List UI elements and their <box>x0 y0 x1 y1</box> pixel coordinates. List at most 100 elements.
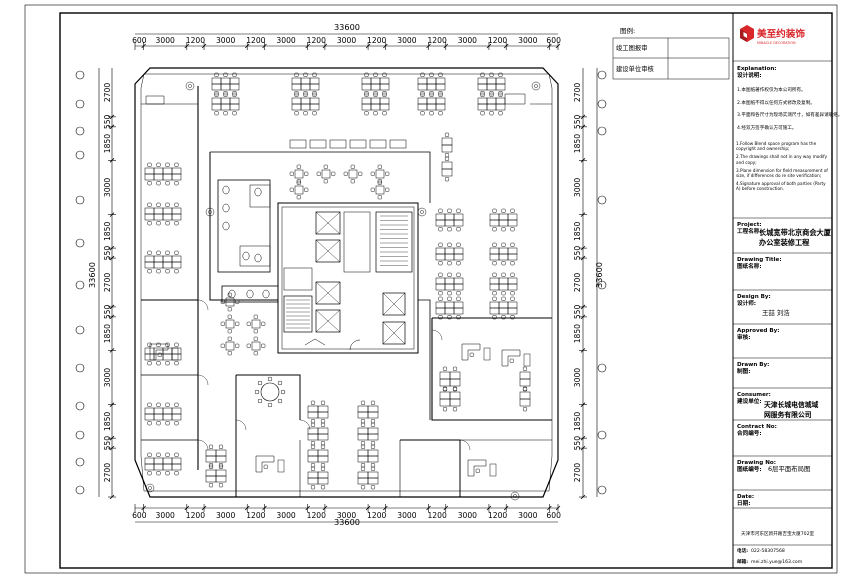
left-overall-dim: 33600 <box>87 262 97 288</box>
l-desk <box>467 459 487 477</box>
chair <box>280 389 286 395</box>
dim-label: 2700 <box>103 83 112 102</box>
desk <box>162 255 173 263</box>
desk <box>519 371 531 380</box>
desk <box>417 103 428 111</box>
chair <box>492 315 497 320</box>
dim-label: 3000 <box>156 36 175 45</box>
desk <box>317 471 329 479</box>
dim-arrow <box>580 114 586 120</box>
desk <box>449 371 461 380</box>
chair <box>360 419 366 424</box>
desk <box>349 139 367 149</box>
office-furniture <box>144 72 541 501</box>
chair <box>156 342 161 347</box>
chair <box>267 376 273 382</box>
plant <box>510 491 520 501</box>
dim-arrow <box>109 445 115 451</box>
desk <box>370 83 381 91</box>
legend-title: 图例: <box>620 26 635 35</box>
chair <box>447 227 452 232</box>
desk <box>294 185 304 195</box>
chair <box>165 221 170 226</box>
desk <box>162 353 173 361</box>
desk <box>375 185 385 195</box>
chair <box>360 463 366 468</box>
shaft <box>343 211 371 273</box>
desk <box>162 173 173 181</box>
desk <box>251 341 261 351</box>
desk <box>439 371 451 380</box>
dim-arrow <box>555 43 561 49</box>
chair <box>316 171 321 176</box>
desk <box>477 103 488 111</box>
chair <box>447 261 452 266</box>
dim-label: 3000 <box>518 36 537 45</box>
desk <box>317 477 329 485</box>
plant <box>148 486 152 490</box>
grid-axis-bubbles <box>75 70 607 495</box>
chair <box>296 164 301 169</box>
chair <box>174 202 179 207</box>
desk <box>367 477 379 485</box>
chair <box>320 422 326 427</box>
chair <box>156 221 161 226</box>
dim-arrow <box>109 114 115 120</box>
chair <box>429 111 434 116</box>
chair <box>522 407 528 412</box>
desk <box>361 77 372 85</box>
desk <box>435 247 446 255</box>
chair <box>501 315 506 320</box>
chair <box>323 164 328 169</box>
chair <box>147 342 152 347</box>
desk <box>144 167 155 175</box>
cabinet <box>523 353 531 367</box>
design-by-label-cn: 设计师: <box>737 299 756 307</box>
desk <box>486 103 497 111</box>
chair <box>522 386 528 391</box>
dim-arrow <box>244 505 250 511</box>
chair <box>214 111 219 116</box>
axis-bubble <box>597 485 607 495</box>
plant <box>531 81 541 91</box>
desk <box>489 253 500 261</box>
desk <box>441 137 453 146</box>
desk <box>144 407 155 415</box>
desk <box>495 83 506 91</box>
chair <box>364 111 369 116</box>
company-address: 天津市河东区新开路吉宝大厦702室 <box>741 530 814 537</box>
desk <box>357 471 369 479</box>
desk <box>300 77 311 85</box>
desk <box>211 97 222 105</box>
chair <box>382 72 387 77</box>
axis-bubble <box>75 280 85 290</box>
desk <box>309 83 320 91</box>
chair <box>235 321 240 326</box>
chair <box>444 153 450 158</box>
dim-arrow <box>580 494 586 500</box>
chair <box>320 400 326 405</box>
chair <box>350 164 355 169</box>
toilet-fixture <box>246 289 254 299</box>
desk <box>317 411 329 419</box>
plant <box>205 207 215 217</box>
plant <box>208 210 212 214</box>
desk <box>307 427 319 435</box>
mail-value: mei.zhi.yue@163.com <box>751 559 803 565</box>
desk <box>300 97 311 105</box>
chair <box>501 242 506 247</box>
approved-by-label-cn: 审核: <box>737 333 750 341</box>
desk <box>229 77 240 85</box>
drawn-by-label: Drawn By: <box>737 362 769 368</box>
plant <box>145 483 155 493</box>
chair <box>377 180 382 185</box>
chair <box>312 92 317 97</box>
desk <box>507 283 518 291</box>
meeting-table <box>260 382 280 402</box>
axis-bubble <box>75 363 85 373</box>
dim-label: 550 <box>103 436 112 451</box>
dim-arrow <box>580 245 586 251</box>
desk <box>444 219 455 227</box>
l-desk <box>149 343 169 361</box>
chair <box>382 92 387 97</box>
